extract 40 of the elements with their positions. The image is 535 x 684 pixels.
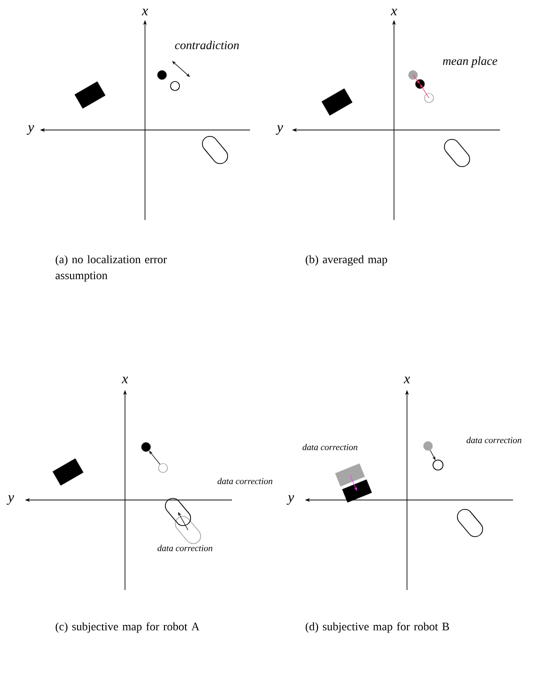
panel-caption: (c) subjective map for robot A <box>56 622 200 633</box>
annotation: data correction <box>466 436 522 444</box>
annotation: data correction <box>302 444 358 450</box>
obstacle-capsule <box>175 516 201 544</box>
robot-dot <box>158 463 168 473</box>
panel-caption: (a) no localization error assumption <box>56 255 167 282</box>
obstacle-capsule <box>164 498 192 526</box>
obstacle-box <box>74 81 106 109</box>
robot-dot <box>141 442 151 452</box>
obstacle-box <box>322 88 352 116</box>
robot-dot <box>157 70 167 80</box>
obstacle-capsule <box>444 138 470 168</box>
annotation: contradiction <box>175 40 239 50</box>
robot-dot <box>408 70 418 80</box>
annotation: data correction <box>158 544 212 552</box>
axis-label: x <box>404 376 410 384</box>
robot-dot <box>423 441 433 451</box>
arrow <box>178 512 188 530</box>
robot-dot <box>432 460 444 470</box>
panel-caption: (d) subjective map for robot B <box>306 622 449 633</box>
obstacle-box <box>52 458 84 486</box>
axis-label: x <box>122 376 128 384</box>
axis-label: y <box>286 495 294 505</box>
obstacle-box <box>342 479 372 503</box>
arrow <box>420 84 430 98</box>
axis-label: y <box>26 125 34 135</box>
axis-label: y <box>6 495 14 505</box>
arrow <box>350 474 357 491</box>
annotation: data correction <box>218 478 272 484</box>
annotation: mean place <box>442 56 498 68</box>
arrow <box>412 74 420 84</box>
axis-label: x <box>142 8 148 16</box>
obstacle-box <box>335 463 365 487</box>
robot-dot <box>424 93 434 103</box>
obstacle-capsule <box>456 508 484 538</box>
axis-label: y <box>276 125 284 135</box>
axis-label: x <box>390 8 398 16</box>
obstacle-capsule <box>202 136 228 164</box>
panel-caption: (b) averaged map <box>306 255 388 266</box>
robot-dot <box>170 81 180 91</box>
